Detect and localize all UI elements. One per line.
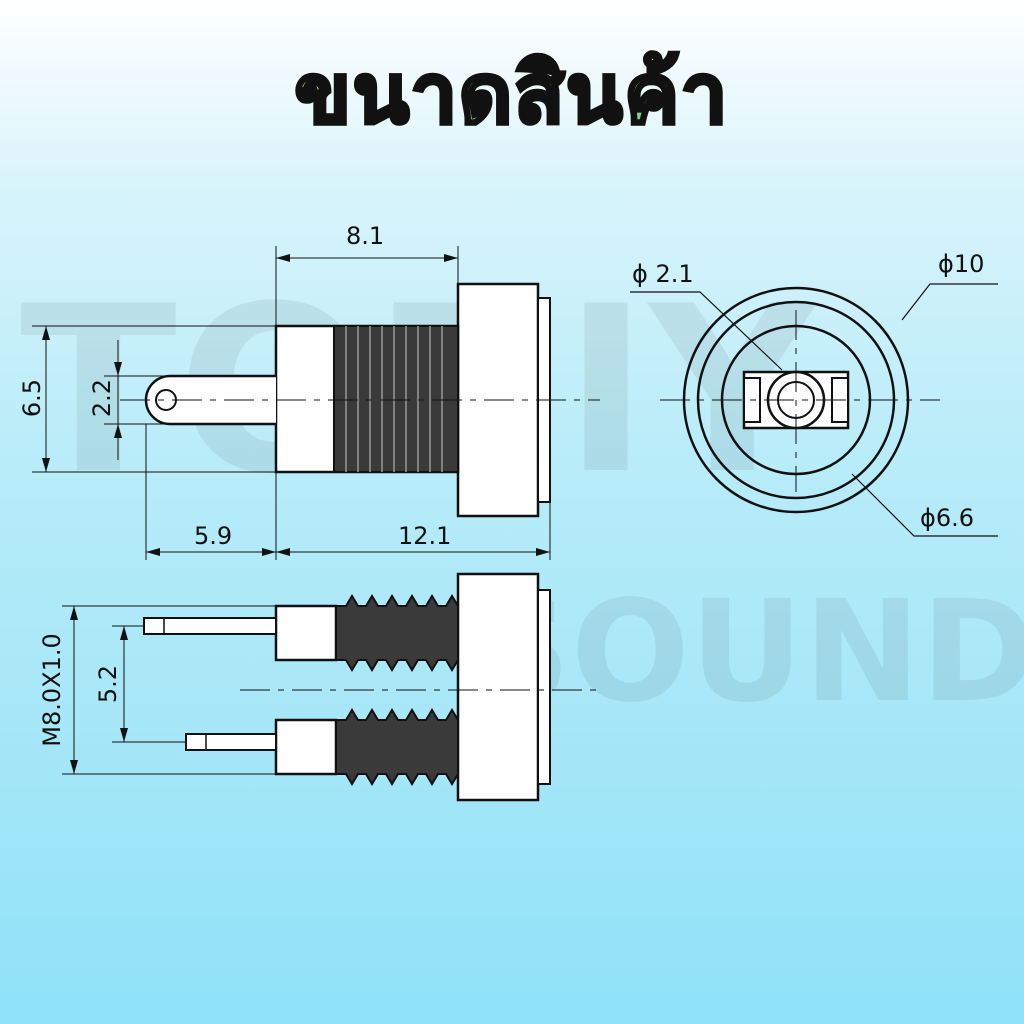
lower-body [274, 718, 338, 776]
lower-pin [185, 733, 277, 751]
dim-top-width: 8.1 [346, 222, 384, 250]
dim-outer-dia: ϕ10 [938, 250, 984, 278]
arrowheads-bottom [70, 606, 128, 774]
dim-pin-spacing: 5.2 [94, 665, 122, 703]
dim-pin-length: 5.9 [194, 522, 232, 550]
lower-thread [335, 708, 459, 786]
leader-inner-dia [851, 473, 998, 537]
flange-bottom [456, 572, 540, 802]
arrowheads-top [42, 254, 550, 556]
page-title: ขนาดสินค้า [0, 40, 1024, 150]
dim-body-length: 12.1 [398, 522, 451, 550]
dim-pin-height: 2.2 [88, 379, 116, 417]
dim-pin-hole-dia: ϕ 2.1 [632, 260, 694, 288]
leader-pin-hole [630, 291, 783, 371]
side-view-bottom [62, 572, 600, 802]
thread-block [333, 325, 459, 473]
leader-outer-dia [901, 283, 998, 321]
upper-thread [335, 594, 459, 672]
watermark-sound: SOUND [470, 571, 1024, 734]
side-view-top [32, 246, 600, 560]
dim-total-height: 6.5 [18, 379, 46, 417]
upper-body [274, 604, 338, 662]
dim-thread: M8.0X1.0 [38, 633, 66, 746]
dim-inner-dia: ϕ6.6 [920, 504, 974, 532]
thread-lines [345, 326, 443, 472]
front-view [630, 283, 998, 537]
